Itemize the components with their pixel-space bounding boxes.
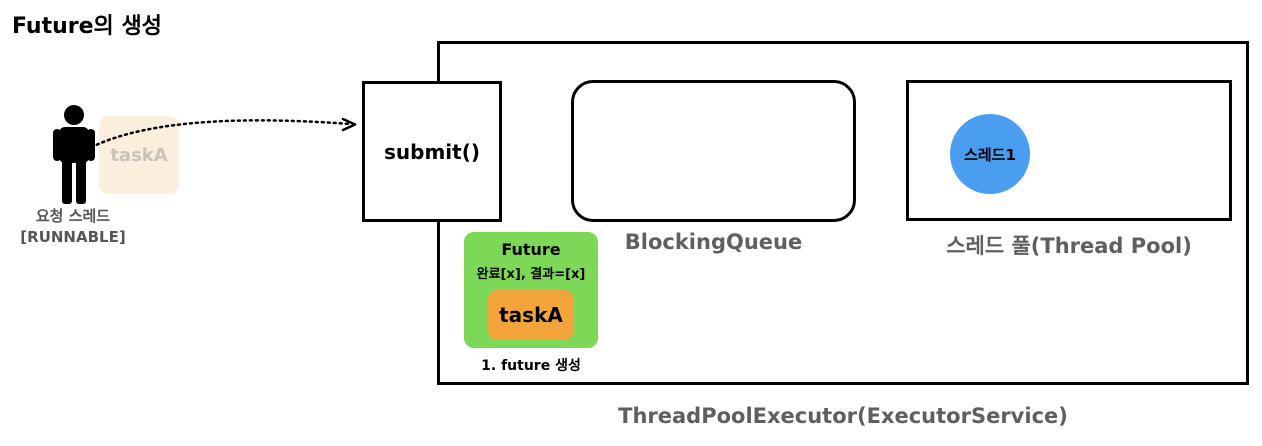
future-caption: 1. future 생성 [481,358,581,374]
future-status: 완료[x], 결과=[x] [476,267,586,282]
requester-state: [RUNNABLE] [20,228,126,246]
thread-circle: 스레드1 [950,114,1030,194]
executor-label: ThreadPoolExecutor(ExecutorService) [618,404,1068,428]
ghost-task-box: taskA [99,116,179,194]
requester-name: 요청 스레드 [35,207,111,225]
submit-box: submit() [362,81,502,222]
submit-label: submit() [384,139,480,164]
future-task-box: taskA [488,290,574,340]
future-title: Future [501,240,561,259]
requester-label: 요청 스레드 [RUNNABLE] [8,206,138,248]
blocking-queue-box [571,80,856,222]
blocking-queue-label: BlockingQueue [624,230,803,254]
ghost-task-label: taskA [110,144,168,166]
person-icon [53,105,95,204]
future-task-label: taskA [499,303,563,327]
page-title: Future의 생성 [12,14,162,39]
thread-pool-label: 스레드 풀(Thread Pool) [946,234,1192,258]
